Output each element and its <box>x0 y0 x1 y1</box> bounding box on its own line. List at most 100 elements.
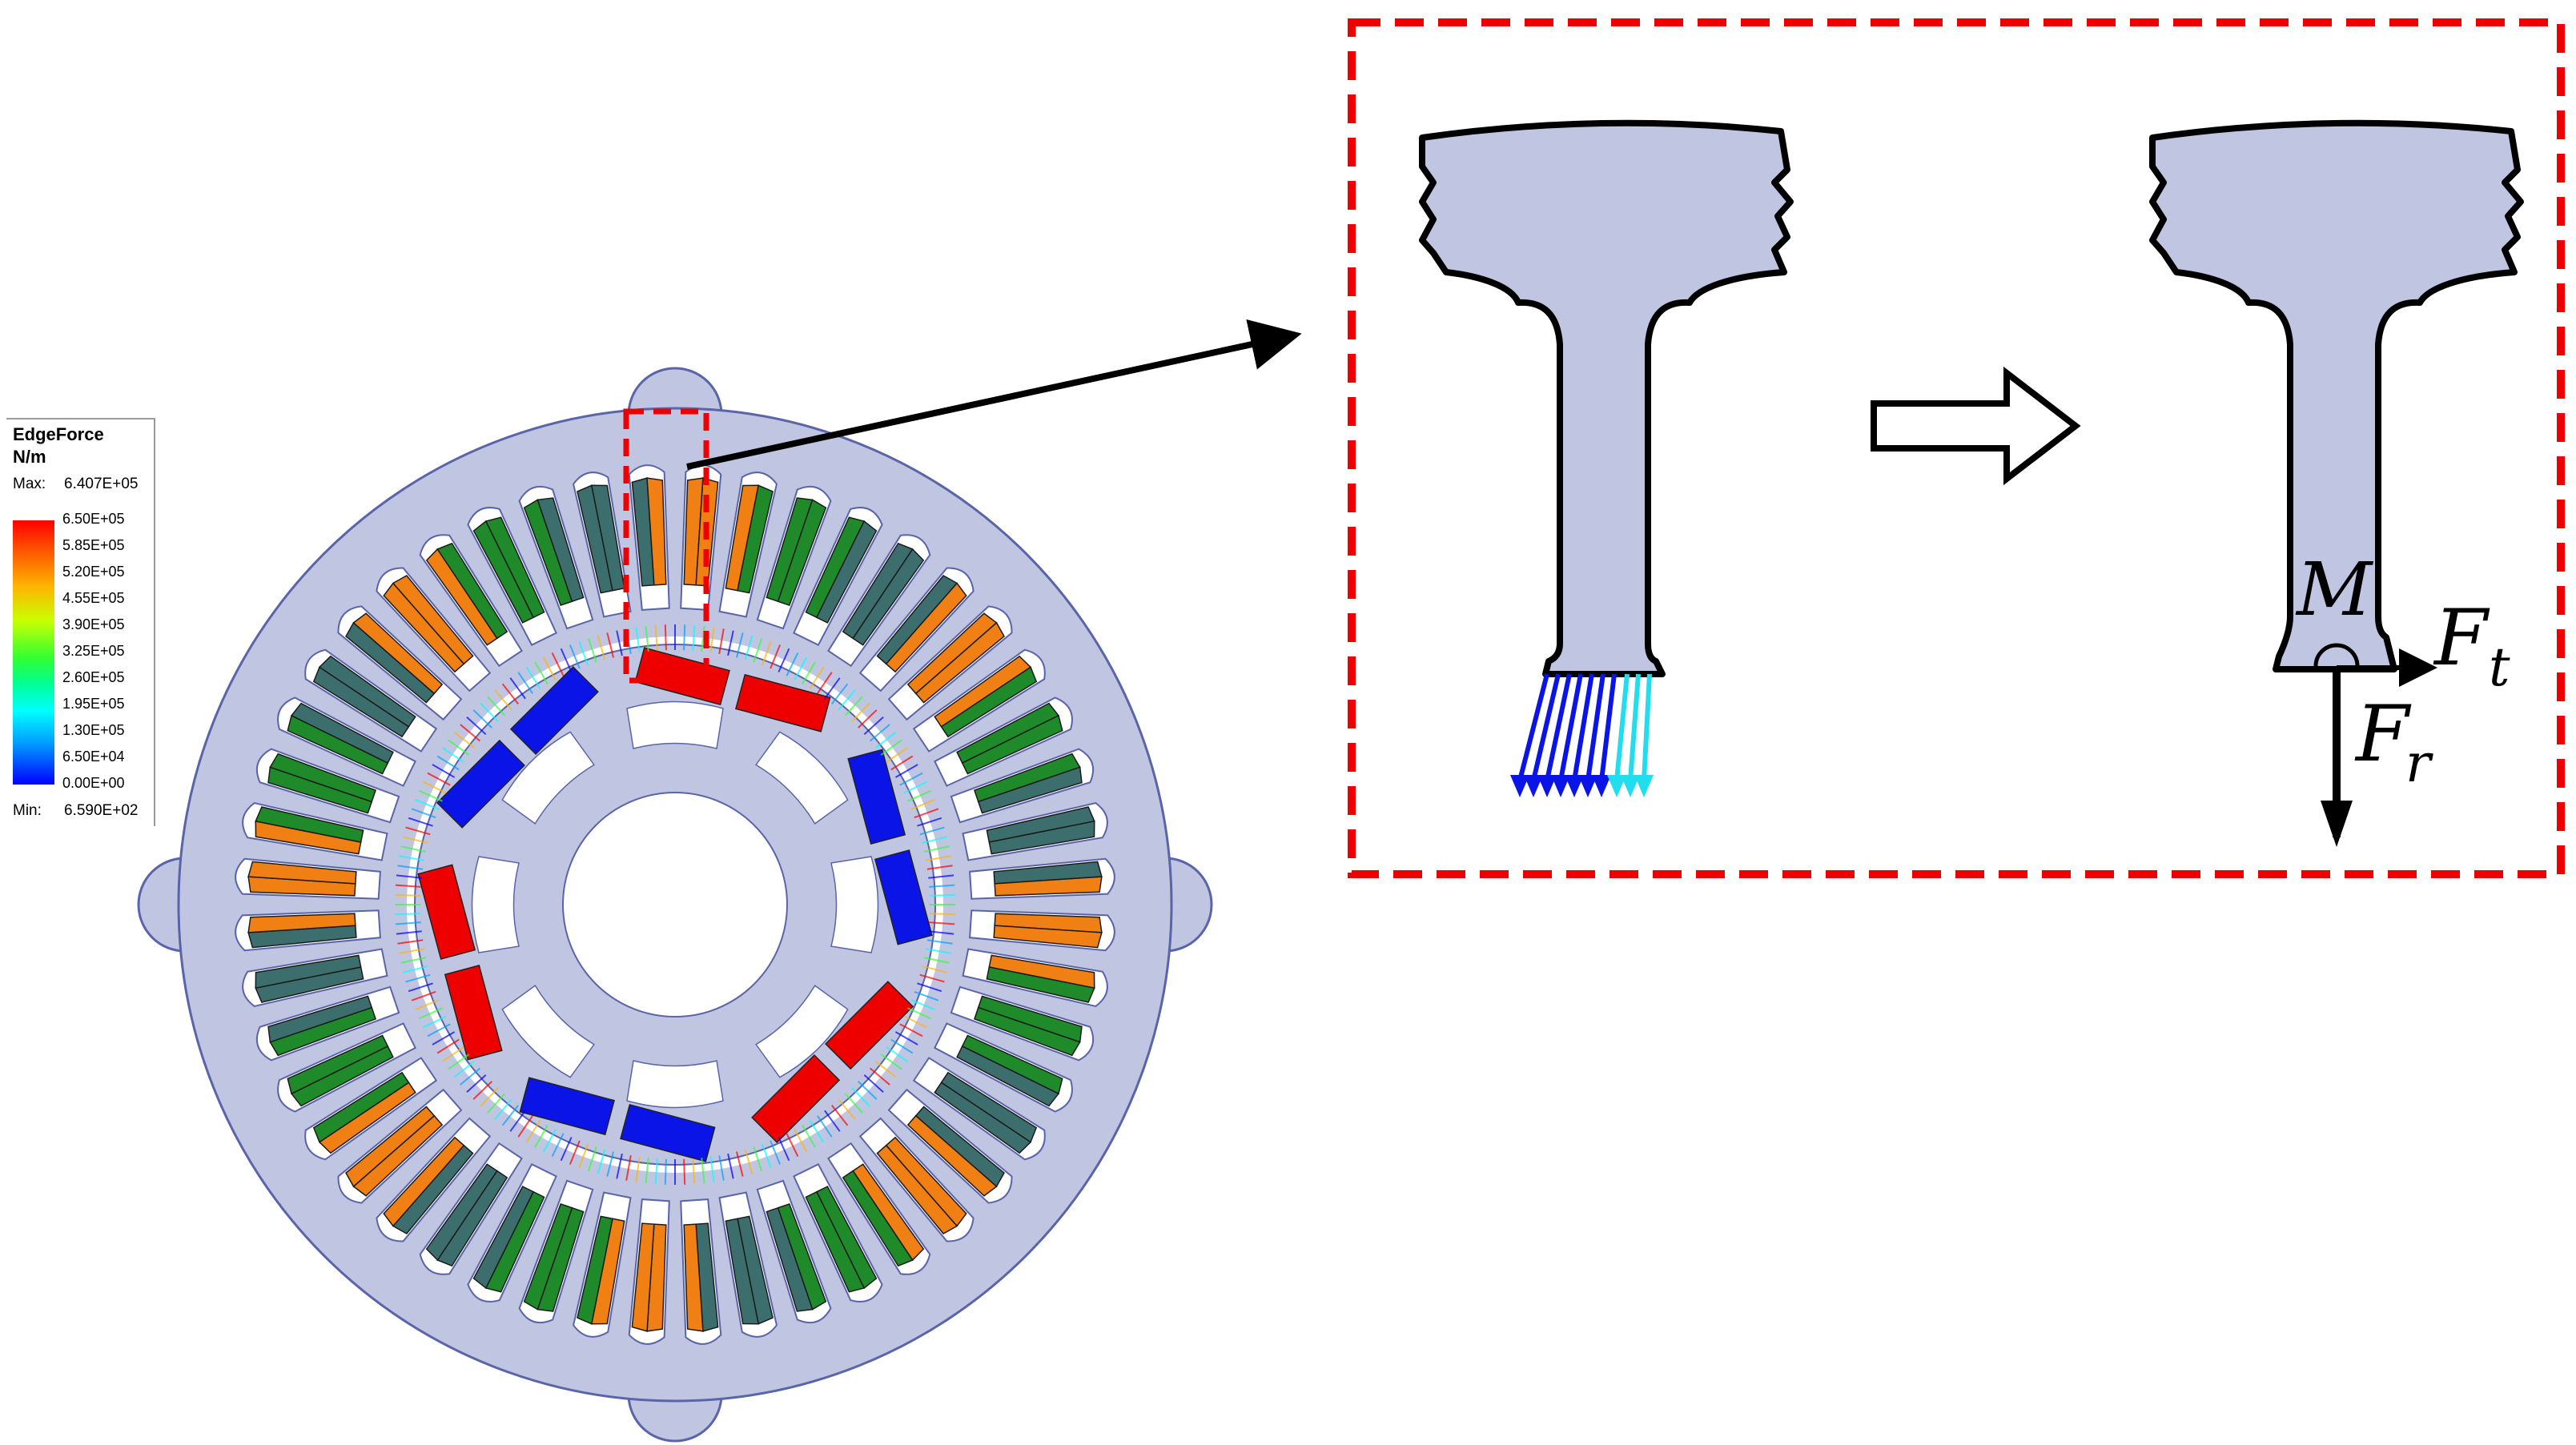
edge-force-vector <box>442 1046 464 1062</box>
edge-force-vector <box>923 845 950 853</box>
edge-force-vector <box>448 1054 470 1070</box>
edge-force-vector <box>894 764 918 778</box>
coil-side <box>646 477 667 586</box>
coil-side <box>247 861 357 885</box>
edge-force-vector <box>616 1153 623 1179</box>
slot <box>912 1057 1046 1161</box>
coil-side <box>725 1218 760 1325</box>
edge-force-vector <box>472 1081 492 1100</box>
coil-side <box>777 499 827 606</box>
edge-force-vector <box>824 677 841 700</box>
slot <box>933 696 1073 787</box>
edge-force-vector <box>453 731 476 749</box>
coil-side <box>345 1106 436 1188</box>
coil-side <box>287 1034 389 1095</box>
edge-force-vector <box>794 1129 808 1153</box>
edge-force-vector <box>422 781 447 794</box>
coil-side <box>852 548 925 646</box>
edge-force-vector <box>928 874 954 879</box>
edge-force-vector <box>910 798 935 810</box>
edge-force-vector <box>809 666 825 689</box>
edge-force-vector <box>525 666 541 689</box>
legend-max-label: Max: <box>13 476 46 492</box>
coil-side <box>312 1071 410 1143</box>
slot <box>256 748 400 824</box>
transform-arrow-icon <box>1871 366 2081 486</box>
legend-min-value: 6.590E+02 <box>64 802 139 819</box>
edge-force-vector <box>480 1087 499 1107</box>
edge-force-vector <box>744 1149 754 1174</box>
coil-side <box>536 497 585 603</box>
edge-force-vector <box>858 1081 878 1100</box>
slot <box>242 801 388 861</box>
edge-force-vector <box>753 637 763 663</box>
radial-force-arrowhead <box>2321 801 2353 847</box>
edge-force-vector <box>460 724 481 742</box>
rotor-barriers <box>471 700 879 1109</box>
edge-force-vector <box>578 1143 589 1169</box>
coil-side <box>267 995 373 1043</box>
barrier <box>471 856 520 953</box>
edge-force-vector <box>654 1158 658 1185</box>
force-arrow <box>1599 673 1617 781</box>
magnet <box>634 647 730 706</box>
slot <box>887 1088 1013 1204</box>
coil-side <box>290 702 394 765</box>
force-arrowhead <box>1565 775 1584 797</box>
slot <box>680 1198 722 1345</box>
edge-force-vector <box>894 1031 918 1046</box>
edge-force-vector <box>770 644 782 669</box>
slot <box>304 1057 438 1161</box>
coil-side <box>247 913 356 933</box>
edge-force-vector <box>917 817 942 827</box>
slot <box>887 605 1013 721</box>
legend-tick: 5.85E+05 <box>62 537 125 553</box>
edge-force-vector <box>403 836 428 845</box>
edge-force-vector <box>929 921 955 925</box>
edge-force-vector <box>453 1060 476 1078</box>
edge-force-vector <box>442 747 464 764</box>
edge-force-vector <box>899 772 923 786</box>
edge-force-vector <box>525 1120 541 1143</box>
edge-force-vector <box>569 1140 581 1165</box>
radial-force-label: F <box>2354 689 2412 779</box>
edge-force-vector <box>874 731 897 749</box>
edge-force-vector <box>480 702 499 722</box>
edge-force-vector <box>874 1060 897 1078</box>
slot <box>933 1022 1073 1113</box>
barrier <box>501 985 595 1078</box>
slot <box>467 1162 557 1303</box>
edge-force-vector <box>925 855 951 861</box>
edge-force-vector <box>501 683 520 705</box>
edge-force-vector <box>560 648 573 672</box>
edge-force-vector <box>487 696 505 716</box>
force-arrow <box>1531 673 1561 781</box>
edge-force-vector <box>411 808 436 819</box>
edge-force-vector <box>427 1023 451 1038</box>
legend-tick: 3.25E+05 <box>62 643 125 659</box>
machine-cross-section <box>137 367 1213 1443</box>
edge-force-vector <box>494 689 512 711</box>
slot <box>962 948 1108 1008</box>
edge-force-vector <box>395 921 421 925</box>
edge-force-vector <box>551 1133 565 1158</box>
tangential-force-label: F <box>2433 593 2490 683</box>
force-arrowhead <box>1607 775 1626 797</box>
force-arrowhead <box>1537 775 1557 797</box>
edge-force-vector <box>400 957 427 964</box>
edge-force-vector <box>542 656 557 680</box>
stator-tooth-right <box>2149 119 2524 672</box>
edge-force-vector <box>597 635 606 660</box>
slot <box>256 985 400 1062</box>
edge-force-vector <box>436 1038 460 1054</box>
edge-force-vector <box>845 696 863 716</box>
edge-force-vector <box>427 772 451 786</box>
force-arrow <box>1585 673 1605 781</box>
coil-side <box>885 582 967 673</box>
edge-force-vector <box>396 874 422 879</box>
barrier <box>626 700 724 749</box>
coil-side <box>876 1144 958 1234</box>
slot <box>628 1198 670 1345</box>
edge-force-vector <box>778 1137 790 1162</box>
coil-side <box>940 666 1038 738</box>
